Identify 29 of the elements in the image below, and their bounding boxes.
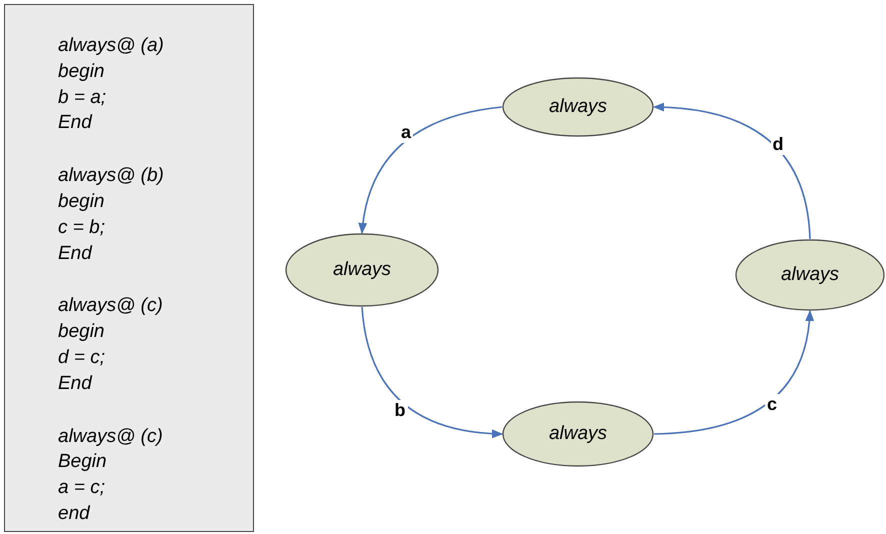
code-line: begin — [58, 321, 104, 344]
process-ellipse — [502, 77, 654, 137]
process-ellipse — [285, 233, 439, 307]
node-label: always — [548, 96, 608, 118]
code-line: always@ (b) — [58, 165, 164, 188]
code-line: end — [58, 503, 90, 525]
node-label: always — [332, 259, 392, 281]
arrow — [654, 310, 814, 435]
code-line: begin — [58, 191, 104, 213]
arrow — [358, 106, 502, 234]
arrow — [652, 102, 811, 240]
code-line: b = a; — [58, 86, 106, 109]
code-line: End — [58, 372, 92, 395]
code-panel — [4, 4, 254, 532]
process-ellipse — [735, 239, 885, 311]
code-line: always@ (c) — [58, 295, 163, 318]
process-ellipse — [502, 401, 654, 467]
code-line: c = b; — [58, 216, 105, 239]
code-line: End — [58, 242, 92, 265]
node-label: always — [548, 423, 608, 445]
code-line: Begin — [58, 451, 107, 474]
code-line: always@ (a) — [58, 35, 164, 57]
code-line: a = c; — [58, 477, 105, 500]
code-line: End — [58, 112, 92, 134]
code-line: d = c; — [58, 347, 105, 369]
code-line: always@ (c) — [58, 426, 163, 448]
code-line: begin — [58, 60, 104, 83]
node-label: always — [780, 264, 840, 286]
arrow — [361, 306, 504, 438]
